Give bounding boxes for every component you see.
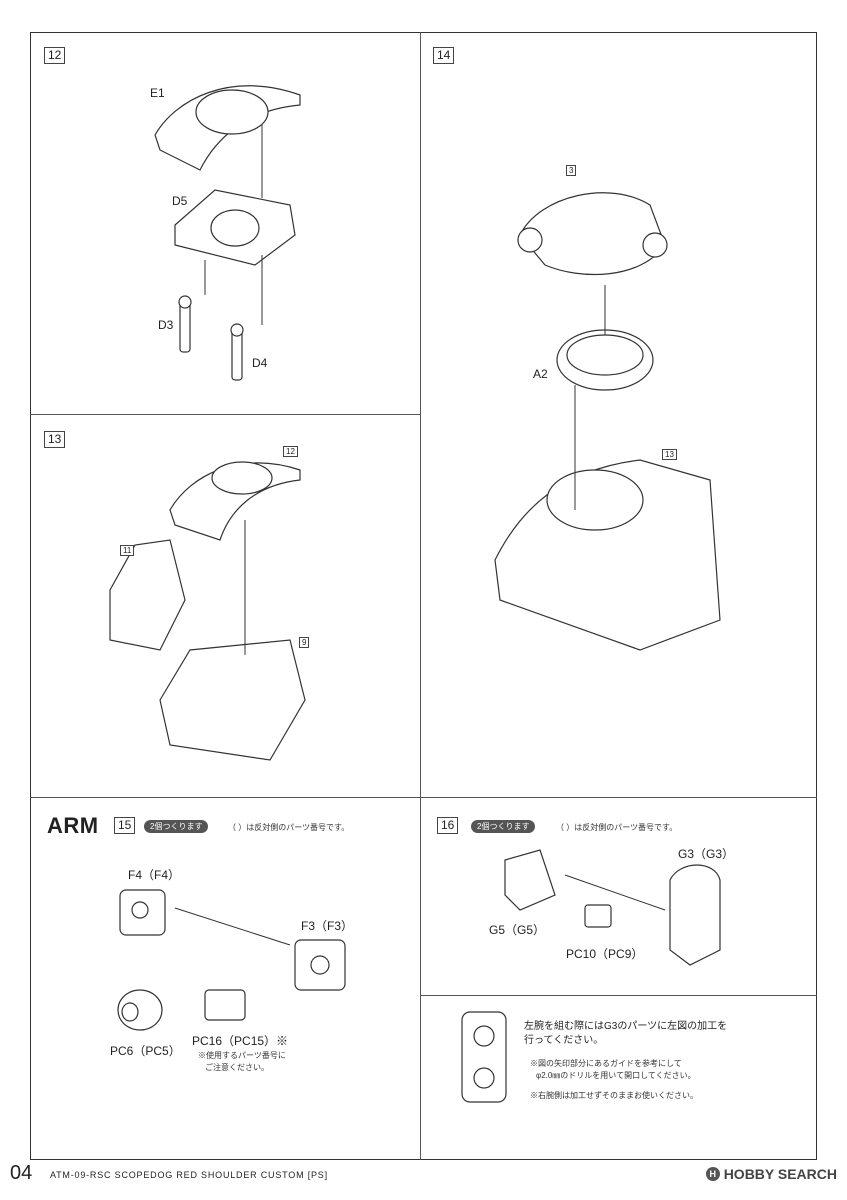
part-g3-drawing (669, 864, 721, 966)
footnote-line-2: ご注意ください。 (205, 1063, 269, 1072)
ref-11: 11 (120, 545, 135, 556)
label-e1: E1 (150, 86, 165, 100)
section-title-arm: ARM (47, 813, 99, 838)
step-16-number: 16 (437, 817, 459, 834)
make-two-badge-16: 2個つくります (471, 820, 536, 833)
cockpit-body-drawing (159, 639, 306, 761)
label-d3: D3 (158, 318, 174, 332)
divider-vertical-top (420, 32, 421, 797)
page-number: 04 (10, 1162, 33, 1184)
label-pc6: PC6（PC5） (110, 1044, 181, 1058)
hobby-search-text: HOBBY SEARCH (723, 1166, 837, 1182)
divider-horizontal-left (30, 414, 420, 415)
step-12-number: 12 (44, 47, 66, 64)
part-g5-drawing (504, 849, 556, 911)
instruction-line-3: ※図の矢印部分にあるガイドを参考にして (530, 1059, 682, 1068)
divider-horizontal-middle (30, 797, 817, 798)
label-f3: F3（F3） (301, 919, 354, 933)
label-f4: F4（F4） (128, 868, 181, 882)
part-pc10-drawing (584, 904, 612, 928)
instruction-line-2: 行ってください。 (524, 1035, 604, 1046)
kit-title: ATM-09-RSC SCOPEDOG RED SHOULDER CUSTOM … (50, 1170, 328, 1180)
label-d5: D5 (172, 194, 188, 208)
part-e1-hatch (195, 89, 269, 135)
part-pc16-drawing (204, 989, 246, 1021)
ref-12: 12 (283, 446, 298, 457)
opposite-part-note-16: （ ）は反対側のパーツ番号です。 (556, 823, 678, 832)
footnote-line-1: ※使用するパーツ番号に (198, 1051, 286, 1060)
ref-9: 9 (299, 637, 310, 648)
ref-13: 13 (662, 449, 677, 460)
make-two-badge-15: 2個つくります (144, 820, 209, 833)
page-frame (30, 32, 817, 1160)
instruction-line-5: ※右腕側は加工せずそのままお使いください。 (530, 1091, 698, 1100)
label-pc10: PC10（PC9） (566, 947, 644, 961)
label-g3: G3（G3） (678, 847, 735, 861)
label-a2: A2 (533, 367, 548, 381)
head-drawing (519, 192, 666, 276)
step-14-number: 14 (433, 47, 455, 64)
label-pc16: PC16（PC15）※ (192, 1034, 289, 1048)
instruction-line-4: φ2.0㎜のドリルを用いて開口してください。 (536, 1071, 696, 1080)
label-d4: D4 (252, 356, 268, 370)
step-13-number: 13 (44, 431, 66, 448)
hobby-search-mark-icon: H (705, 1167, 720, 1181)
divider-horizontal-right (420, 995, 817, 996)
label-g5: G5（G5） (489, 923, 546, 937)
hobby-search-logo: H HOBBY SEARCH (705, 1166, 837, 1182)
pilot-seat-drawing (109, 539, 186, 651)
opposite-part-note-15: （ ）は反対側のパーツ番号です。 (228, 823, 350, 832)
instruction-line-1: 左腕を組む際にはG3のパーツに左図の加工を (524, 1021, 728, 1032)
step-15-number: 15 (114, 817, 136, 834)
divider-vertical-bottom (420, 797, 421, 1160)
instruction-detail-drawing (461, 1011, 507, 1103)
ref-3: 3 (566, 165, 577, 176)
